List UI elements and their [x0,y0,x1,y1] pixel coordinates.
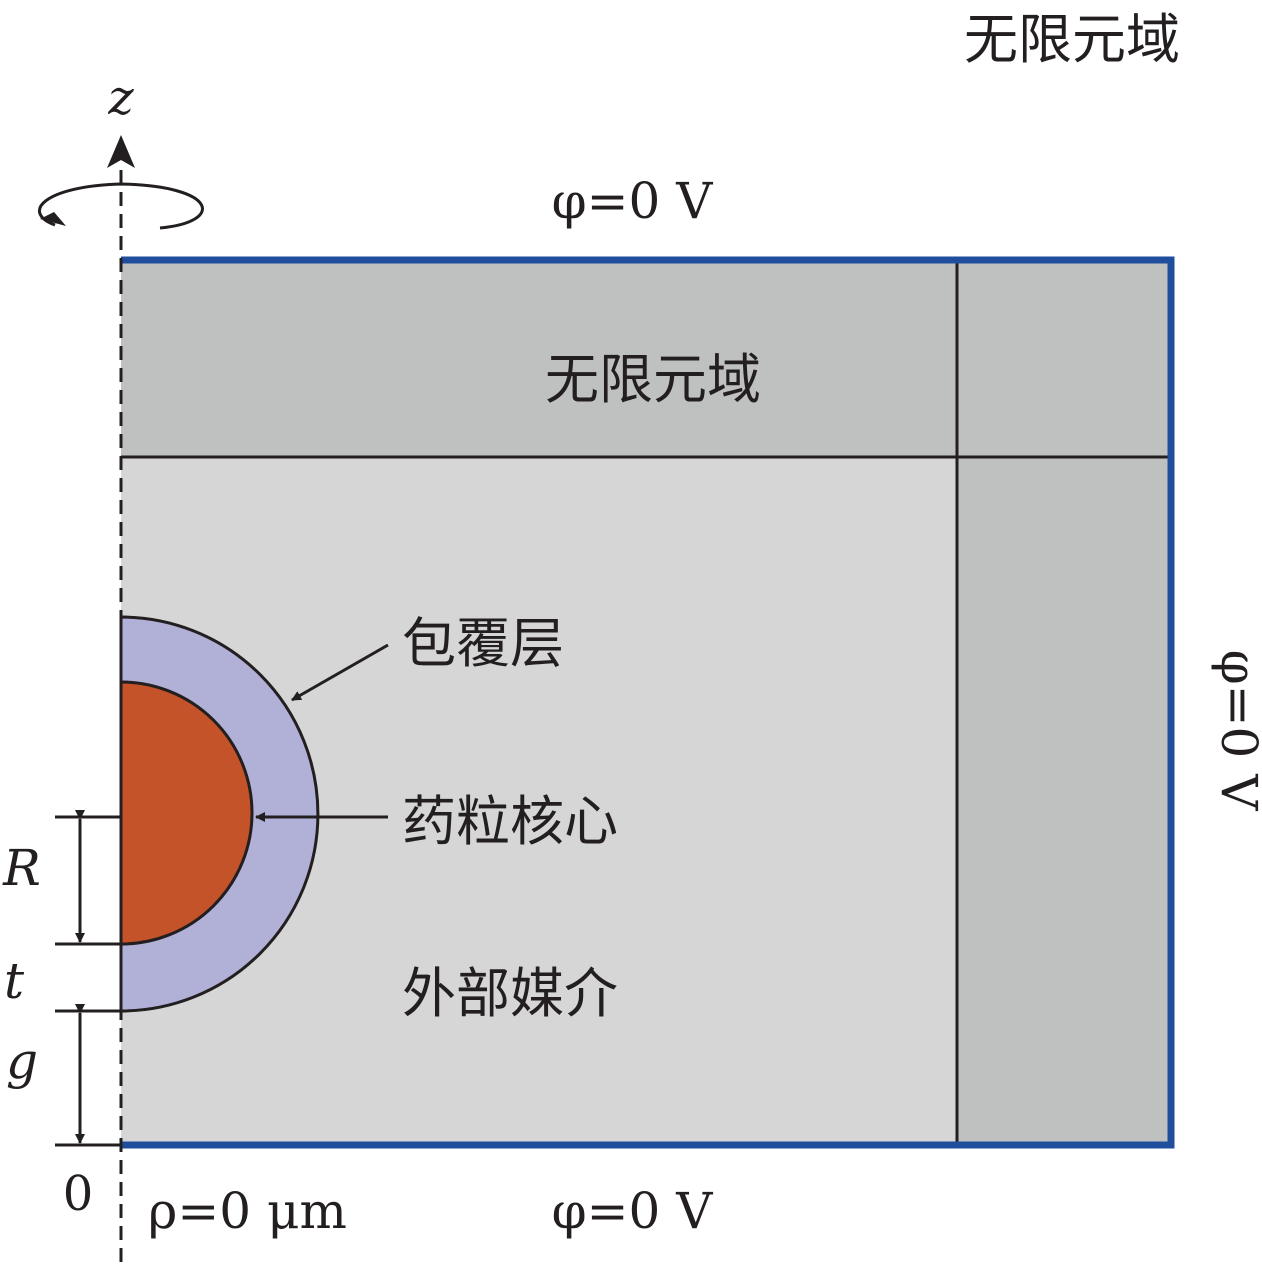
coating-label: 包覆层 [402,612,564,675]
medium-label: 外部媒介 [402,962,618,1025]
rotation-arrowhead [40,212,66,226]
origin-label: 0 [63,1166,94,1222]
dim-R-label: R [2,839,41,897]
rotation-arrow-icon [37,182,204,230]
core-label: 药粒核心 [402,790,618,853]
dim-t-label: t [4,952,25,1010]
bottom-boundary-condition: φ=0 V [552,1182,714,1240]
right-boundary-condition: φ=0 V [1210,650,1262,812]
top-boundary-condition: φ=0 V [552,172,714,230]
z-axis-arrowhead [107,135,135,168]
infinite-region-label: 无限元域 [545,348,761,411]
rho-label: ρ=0 μm [148,1182,347,1240]
zero-potential-boundary [121,256,1175,1149]
coating-leader-arrow [291,643,389,702]
dim-g-label: g [6,1032,38,1090]
infinite-element-region-right [957,457,1171,1145]
z-axis-label: z [107,70,134,126]
corner-infinite-label: 无限元域 [964,8,1180,71]
infinite-element-region-top [121,260,1171,457]
particle-core [119,680,254,946]
dimension-lines [55,810,121,1147]
